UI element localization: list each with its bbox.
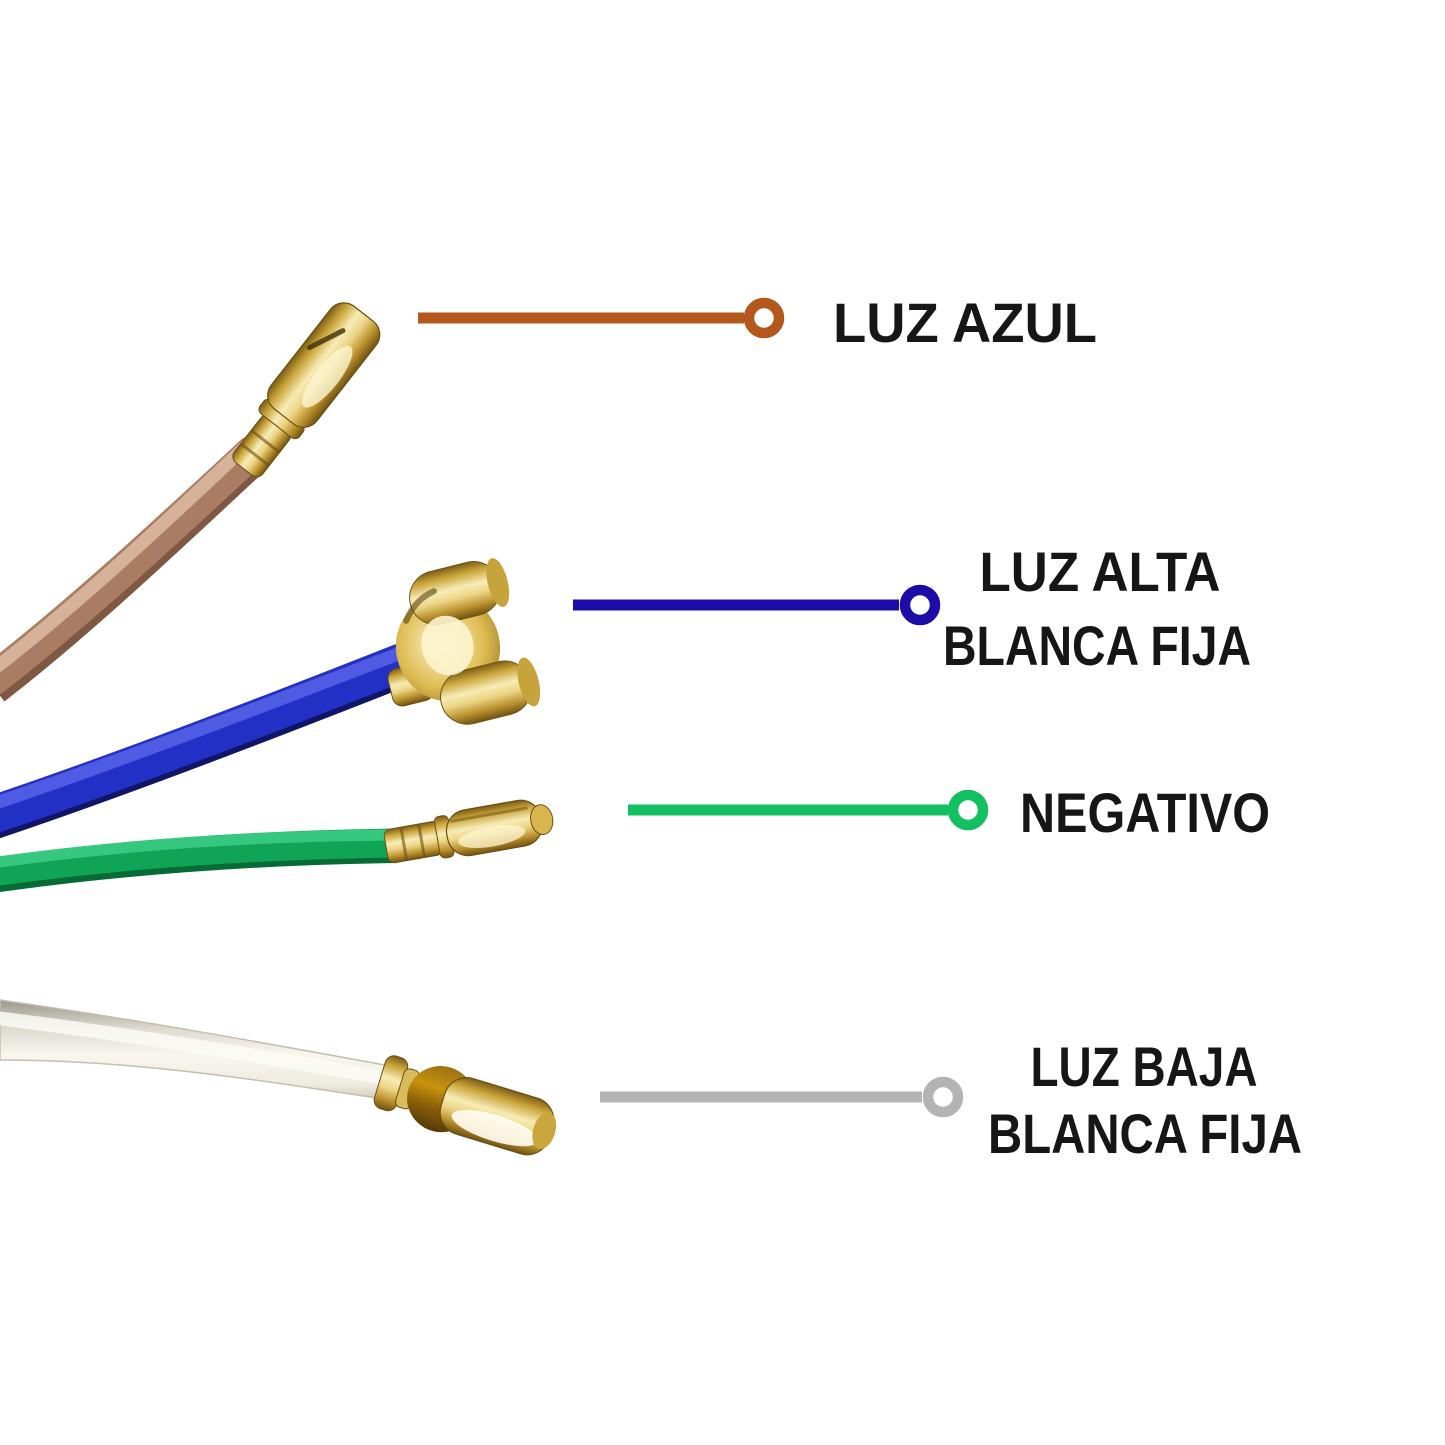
crimp-ridge	[240, 443, 270, 467]
luz-alta-label-line2: BLANCA FIJA	[943, 614, 1251, 677]
brown-terminal-shine	[302, 345, 353, 408]
brown-wire-terminal	[232, 302, 381, 478]
blue-wire-body	[0, 643, 421, 833]
green-terminal-tip	[530, 804, 554, 836]
green-wire	[0, 828, 411, 893]
white-wire-highlight	[0, 1011, 393, 1085]
white-wire-terminal	[373, 1055, 557, 1156]
luz-alta-callout-ring	[899, 584, 941, 626]
green-terminal-seam	[450, 806, 528, 823]
crimp-ridge	[250, 429, 281, 454]
green-wire-body	[0, 828, 411, 886]
crimp-ridge	[399, 827, 409, 860]
luz-alta-label-line1: LUZ ALTA	[980, 540, 1221, 603]
crimp-ridge	[417, 824, 426, 857]
brown-wire	[0, 435, 269, 702]
brown-wire-body	[0, 435, 269, 695]
green-wire-highlight	[0, 829, 400, 868]
brown-terminal-slot	[306, 328, 346, 351]
green-terminal-shine	[458, 825, 526, 848]
blue-terminal-fold-shadow	[403, 588, 437, 624]
callout-luz-baja: LUZ BAJA BLANCA FIJA	[600, 1035, 1302, 1165]
blue-wire-terminal	[387, 558, 541, 725]
luz-baja-label-line1: LUZ BAJA	[1031, 1035, 1258, 1098]
blue-terminal-barrel-bottom-end	[517, 657, 541, 707]
callout-luz-azul: LUZ AZUL	[418, 291, 1097, 354]
luz-azul-callout-ring	[743, 297, 785, 339]
luz-baja-callout-ring	[922, 1076, 964, 1118]
blue-terminal-shine	[421, 615, 474, 676]
blue-terminal-barrel-top-end	[486, 558, 510, 607]
blue-wire-highlight	[0, 647, 405, 809]
white-wire	[0, 999, 393, 1101]
luz-azul-label: LUZ AZUL	[833, 291, 1097, 354]
white-terminal-shine	[451, 1110, 539, 1147]
negativo-callout-ring	[947, 789, 989, 831]
luz-baja-label-line2: BLANCA FIJA	[988, 1102, 1302, 1165]
white-terminal-tip	[532, 1112, 557, 1150]
callout-negativo: NEGATIVO	[628, 781, 1270, 844]
blue-wire	[0, 643, 421, 839]
brown-wire-highlight	[0, 438, 254, 673]
negativo-label: NEGATIVO	[1020, 781, 1270, 844]
green-wire-terminal	[383, 799, 554, 864]
callout-luz-alta: LUZ ALTA BLANCA FIJA	[573, 540, 1251, 677]
